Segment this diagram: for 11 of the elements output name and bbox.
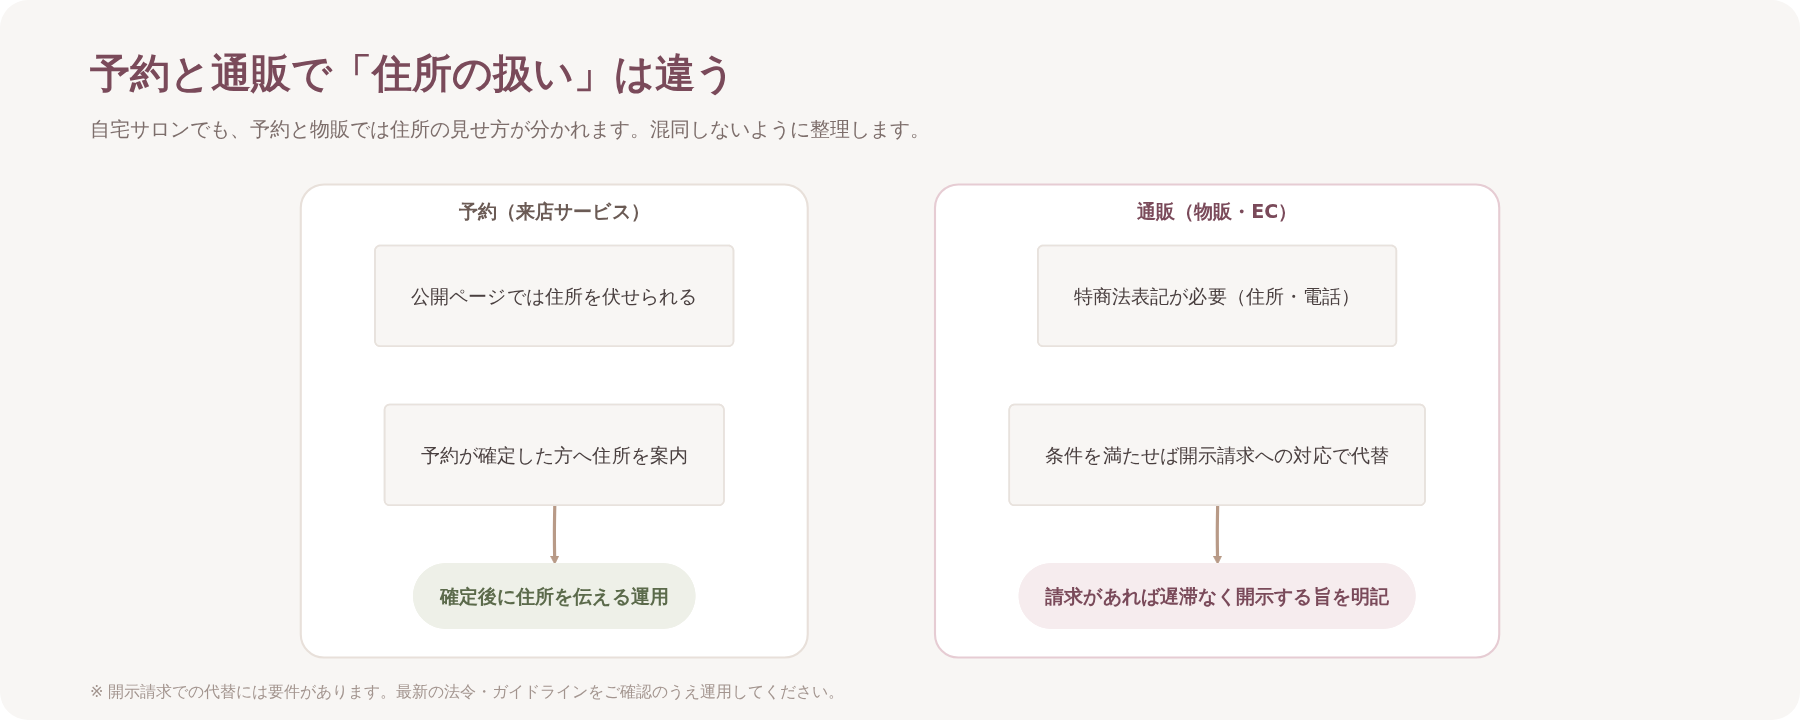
- footnote: ※ 開示請求での代替には要件があります。最新の法令・ガイドラインをご確認のうえ運用してください。: [90, 682, 845, 703]
- title: 予約と通販で「住所の扱い」は違う: [90, 48, 736, 98]
- process-box: 予約が確定した方へ住所を案内: [383, 403, 725, 507]
- process-box: 特商法表記が必要（住所・電話）: [1037, 244, 1398, 348]
- arrow: [1212, 505, 1223, 565]
- subtitle: 自宅サロンでも、予約と物販では住所の見せ方が分かれます。混同しないように整理します。: [90, 116, 930, 143]
- result-pill: 確定後に住所を伝える運用: [413, 563, 696, 629]
- process-box: 条件を満たせば開示請求への対応で代替: [1008, 403, 1426, 507]
- result-pill: 請求があれば遅滞なく開示する旨を明記: [1018, 563, 1416, 629]
- arrow: [549, 505, 560, 565]
- process-box: 公開ページでは住所を伏せられる: [374, 244, 735, 348]
